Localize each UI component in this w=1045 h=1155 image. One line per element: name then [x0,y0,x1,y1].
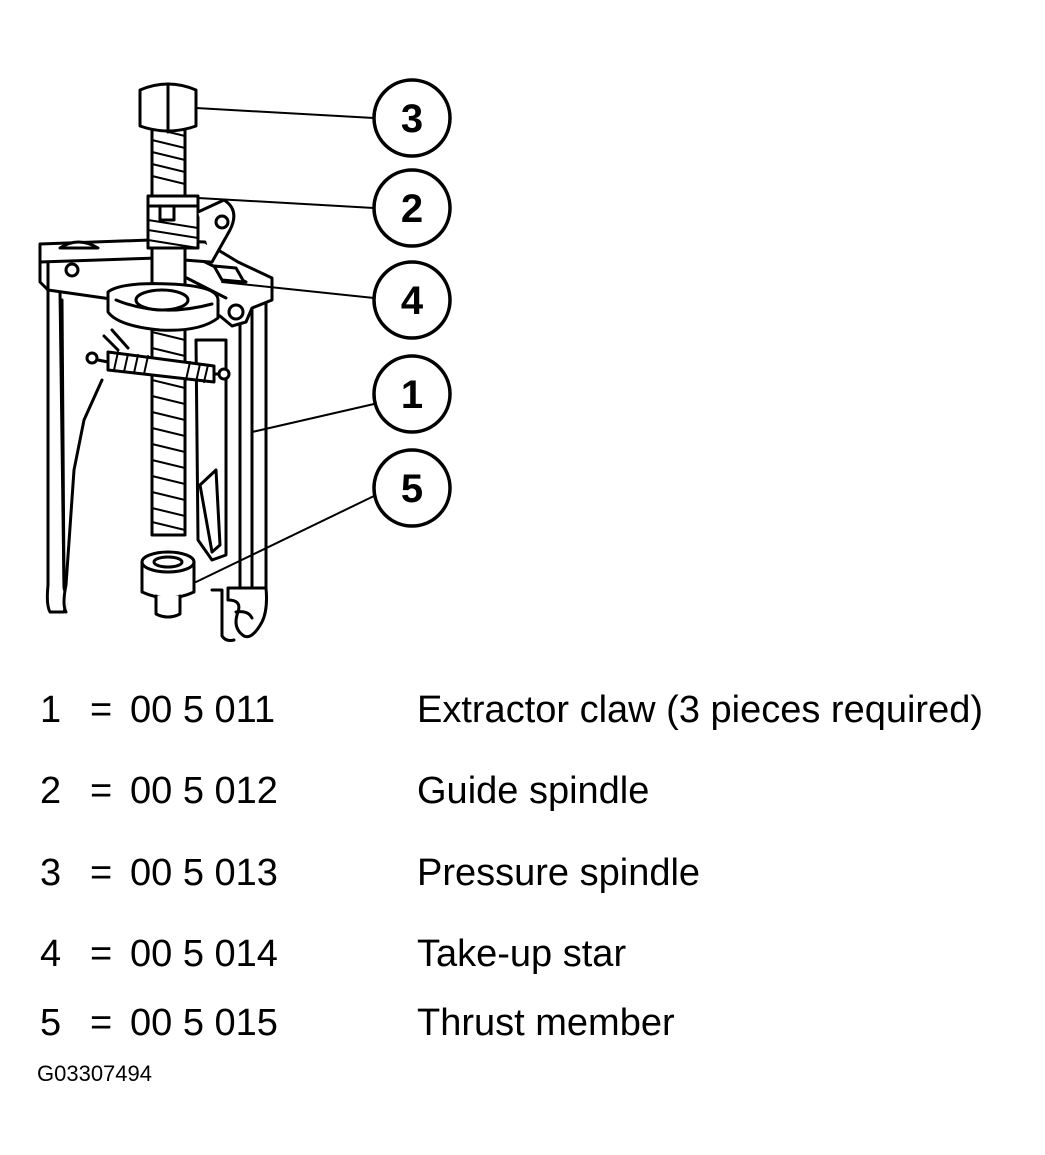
callout-label-5: 5 [401,467,423,511]
right-claw [226,298,268,639]
center-claw [194,338,236,642]
callout-label-1: 1 [401,373,423,417]
left-claw [45,268,104,614]
callout-circle-5 [372,448,452,528]
callout-circle-3 [372,78,452,158]
tension-spring [85,328,231,384]
leader-lines [195,107,375,583]
figure-id: G03307494 [37,1061,152,1086]
callout-label-3: 3 [401,97,423,141]
callout-circles [372,78,452,528]
callout-circle-4 [372,260,452,340]
thrust-member [140,550,196,619]
callout-circle-2 [372,168,452,248]
callout-label-2: 2 [401,187,423,231]
callout-label-4: 4 [401,279,424,323]
callout-circle-1 [372,354,452,434]
